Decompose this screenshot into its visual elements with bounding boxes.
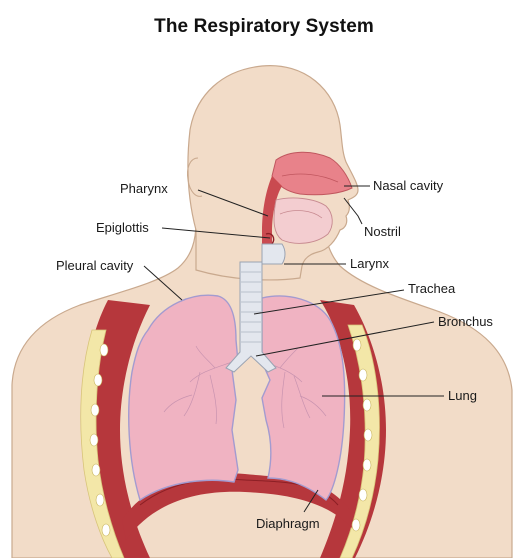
leader-pleural-cavity	[143, 265, 183, 301]
trachea-bronchi	[225, 261, 277, 373]
label-larynx: Larynx	[350, 256, 390, 271]
label-trachea: Trachea	[408, 281, 456, 296]
label-bronchus: Bronchus	[438, 314, 493, 329]
left-lung	[128, 294, 239, 502]
label-diaphragm: Diaphragm	[256, 516, 320, 531]
label-pleural-cavity: Pleural cavity	[56, 258, 134, 273]
label-lung: Lung	[448, 388, 477, 403]
diagram-title: The Respiratory System	[154, 16, 374, 37]
leader-epiglottis	[161, 227, 271, 239]
upper-airway	[261, 151, 353, 265]
leader-diaphragm	[303, 489, 319, 513]
label-nasal-cavity: Nasal cavity	[373, 178, 444, 193]
label-pharynx: Pharynx	[120, 181, 168, 196]
larynx	[261, 243, 286, 265]
diaphragm	[122, 473, 352, 540]
labels: Nasal cavity Nostril Pharynx Epiglottis …	[56, 178, 493, 531]
leader-nostril	[343, 197, 363, 225]
pharynx	[262, 176, 282, 262]
leader-trachea	[253, 289, 405, 315]
oral-cavity	[273, 197, 333, 244]
chest-wall-right	[320, 300, 386, 558]
nasal-cavity	[271, 151, 353, 196]
label-epiglottis: Epiglottis	[96, 220, 149, 235]
leader-pharynx	[197, 189, 269, 217]
label-nostril: Nostril	[364, 224, 401, 239]
leader-bronchus	[255, 321, 435, 357]
right-lung	[261, 295, 346, 501]
ear	[187, 157, 203, 197]
leader-lines	[143, 185, 444, 513]
